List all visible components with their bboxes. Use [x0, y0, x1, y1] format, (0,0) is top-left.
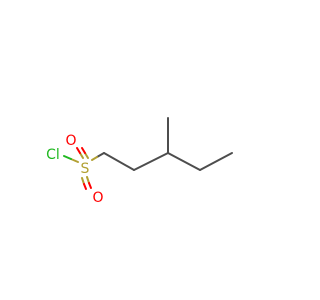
bond-s-o-bottom-line-1b — [83, 183, 87, 190]
bond-s-c1-carbon-half — [96, 152, 105, 158]
bond-s-o-bottom-line-1 — [81, 177, 85, 185]
bond-s-o-top-line-2b — [81, 147, 86, 154]
atom-label-sulfur: S — [81, 161, 90, 177]
bond-c1-c2 — [103, 152, 135, 171]
bond-s-cl-chlorine-half — [63, 155, 72, 160]
bond-s-o-bottom-line-2 — [86, 176, 90, 184]
bond-c4-c5 — [199, 152, 233, 171]
atom-label-oxygen-bottom: O — [92, 190, 103, 206]
bond-s-o-bottom-line-2b — [88, 182, 92, 189]
structure-diagram: S Cl O O — [46, 117, 233, 206]
bond-c2-c3 — [133, 152, 169, 171]
bond-s-o-top-line-1b — [76, 147, 81, 154]
bond-s-c1-sulfur-half — [91, 156, 98, 161]
bond-c3-c4 — [167, 152, 201, 171]
atom-label-chlorine: Cl — [46, 147, 60, 163]
atom-label-oxygen-top: O — [65, 133, 76, 149]
bond-s-cl-sulfur-half — [70, 158, 79, 163]
